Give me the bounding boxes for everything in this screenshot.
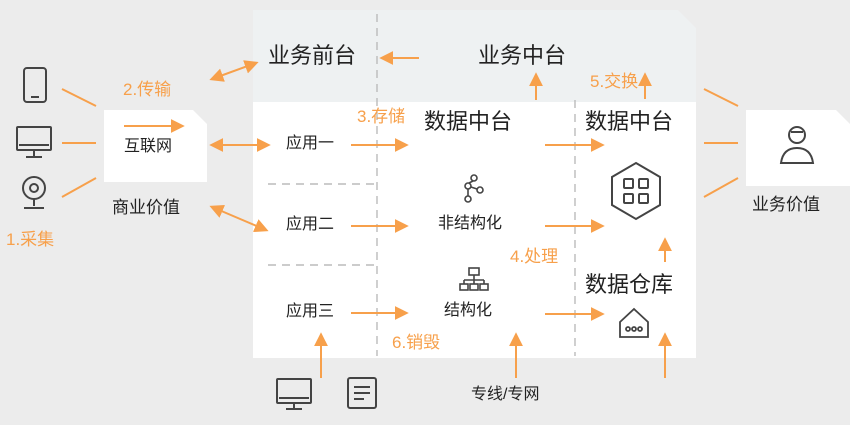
panel-fold-corner — [678, 10, 696, 28]
document-icon — [347, 377, 377, 409]
app-1-label: 应用一 — [286, 135, 335, 152]
flow-arrows — [124, 51, 672, 378]
data-center-label: 数据中台 — [424, 109, 513, 134]
business-front-label: 业务前台 — [268, 43, 357, 68]
business-value-label: 商业价值 — [112, 198, 180, 217]
internet-label: 互联网 — [124, 138, 173, 155]
monitor-icon — [16, 126, 52, 158]
collect-label: 1.采集 — [6, 230, 55, 249]
destroy-label: 6.销毁 — [392, 333, 441, 352]
structured-label: 结构化 — [444, 302, 493, 319]
value-card-fold — [836, 110, 850, 124]
unstructured-label: 非结构化 — [438, 215, 503, 232]
warehouse-label: 数据仓库 — [585, 272, 674, 297]
business-band — [253, 10, 696, 102]
camera-icon — [22, 176, 46, 209]
phone-icon — [23, 67, 47, 103]
data-center-right-label: 数据中台 — [585, 109, 674, 134]
store-label: 3.存储 — [357, 107, 406, 126]
structured-icon — [459, 267, 489, 291]
exchange-label: 5.交换 — [590, 72, 639, 91]
value-label: 业务价值 — [752, 195, 820, 214]
unstructured-icon — [464, 174, 484, 203]
business-middle-label: 业务中台 — [478, 43, 567, 68]
internet-card-fold — [193, 110, 207, 124]
hexagon-grid-icon — [611, 161, 661, 221]
desktop-icon — [276, 378, 312, 410]
process-label: 4.处理 — [510, 247, 559, 266]
app-3-label: 应用三 — [286, 303, 335, 320]
app-2-label: 应用二 — [286, 216, 335, 233]
device-lines — [61, 88, 739, 198]
user-icon — [779, 126, 815, 164]
warehouse-icon — [619, 307, 649, 338]
internet-card — [104, 110, 207, 182]
transfer-label: 2.传输 — [123, 80, 172, 99]
line-label: 专线/专网 — [471, 386, 540, 403]
